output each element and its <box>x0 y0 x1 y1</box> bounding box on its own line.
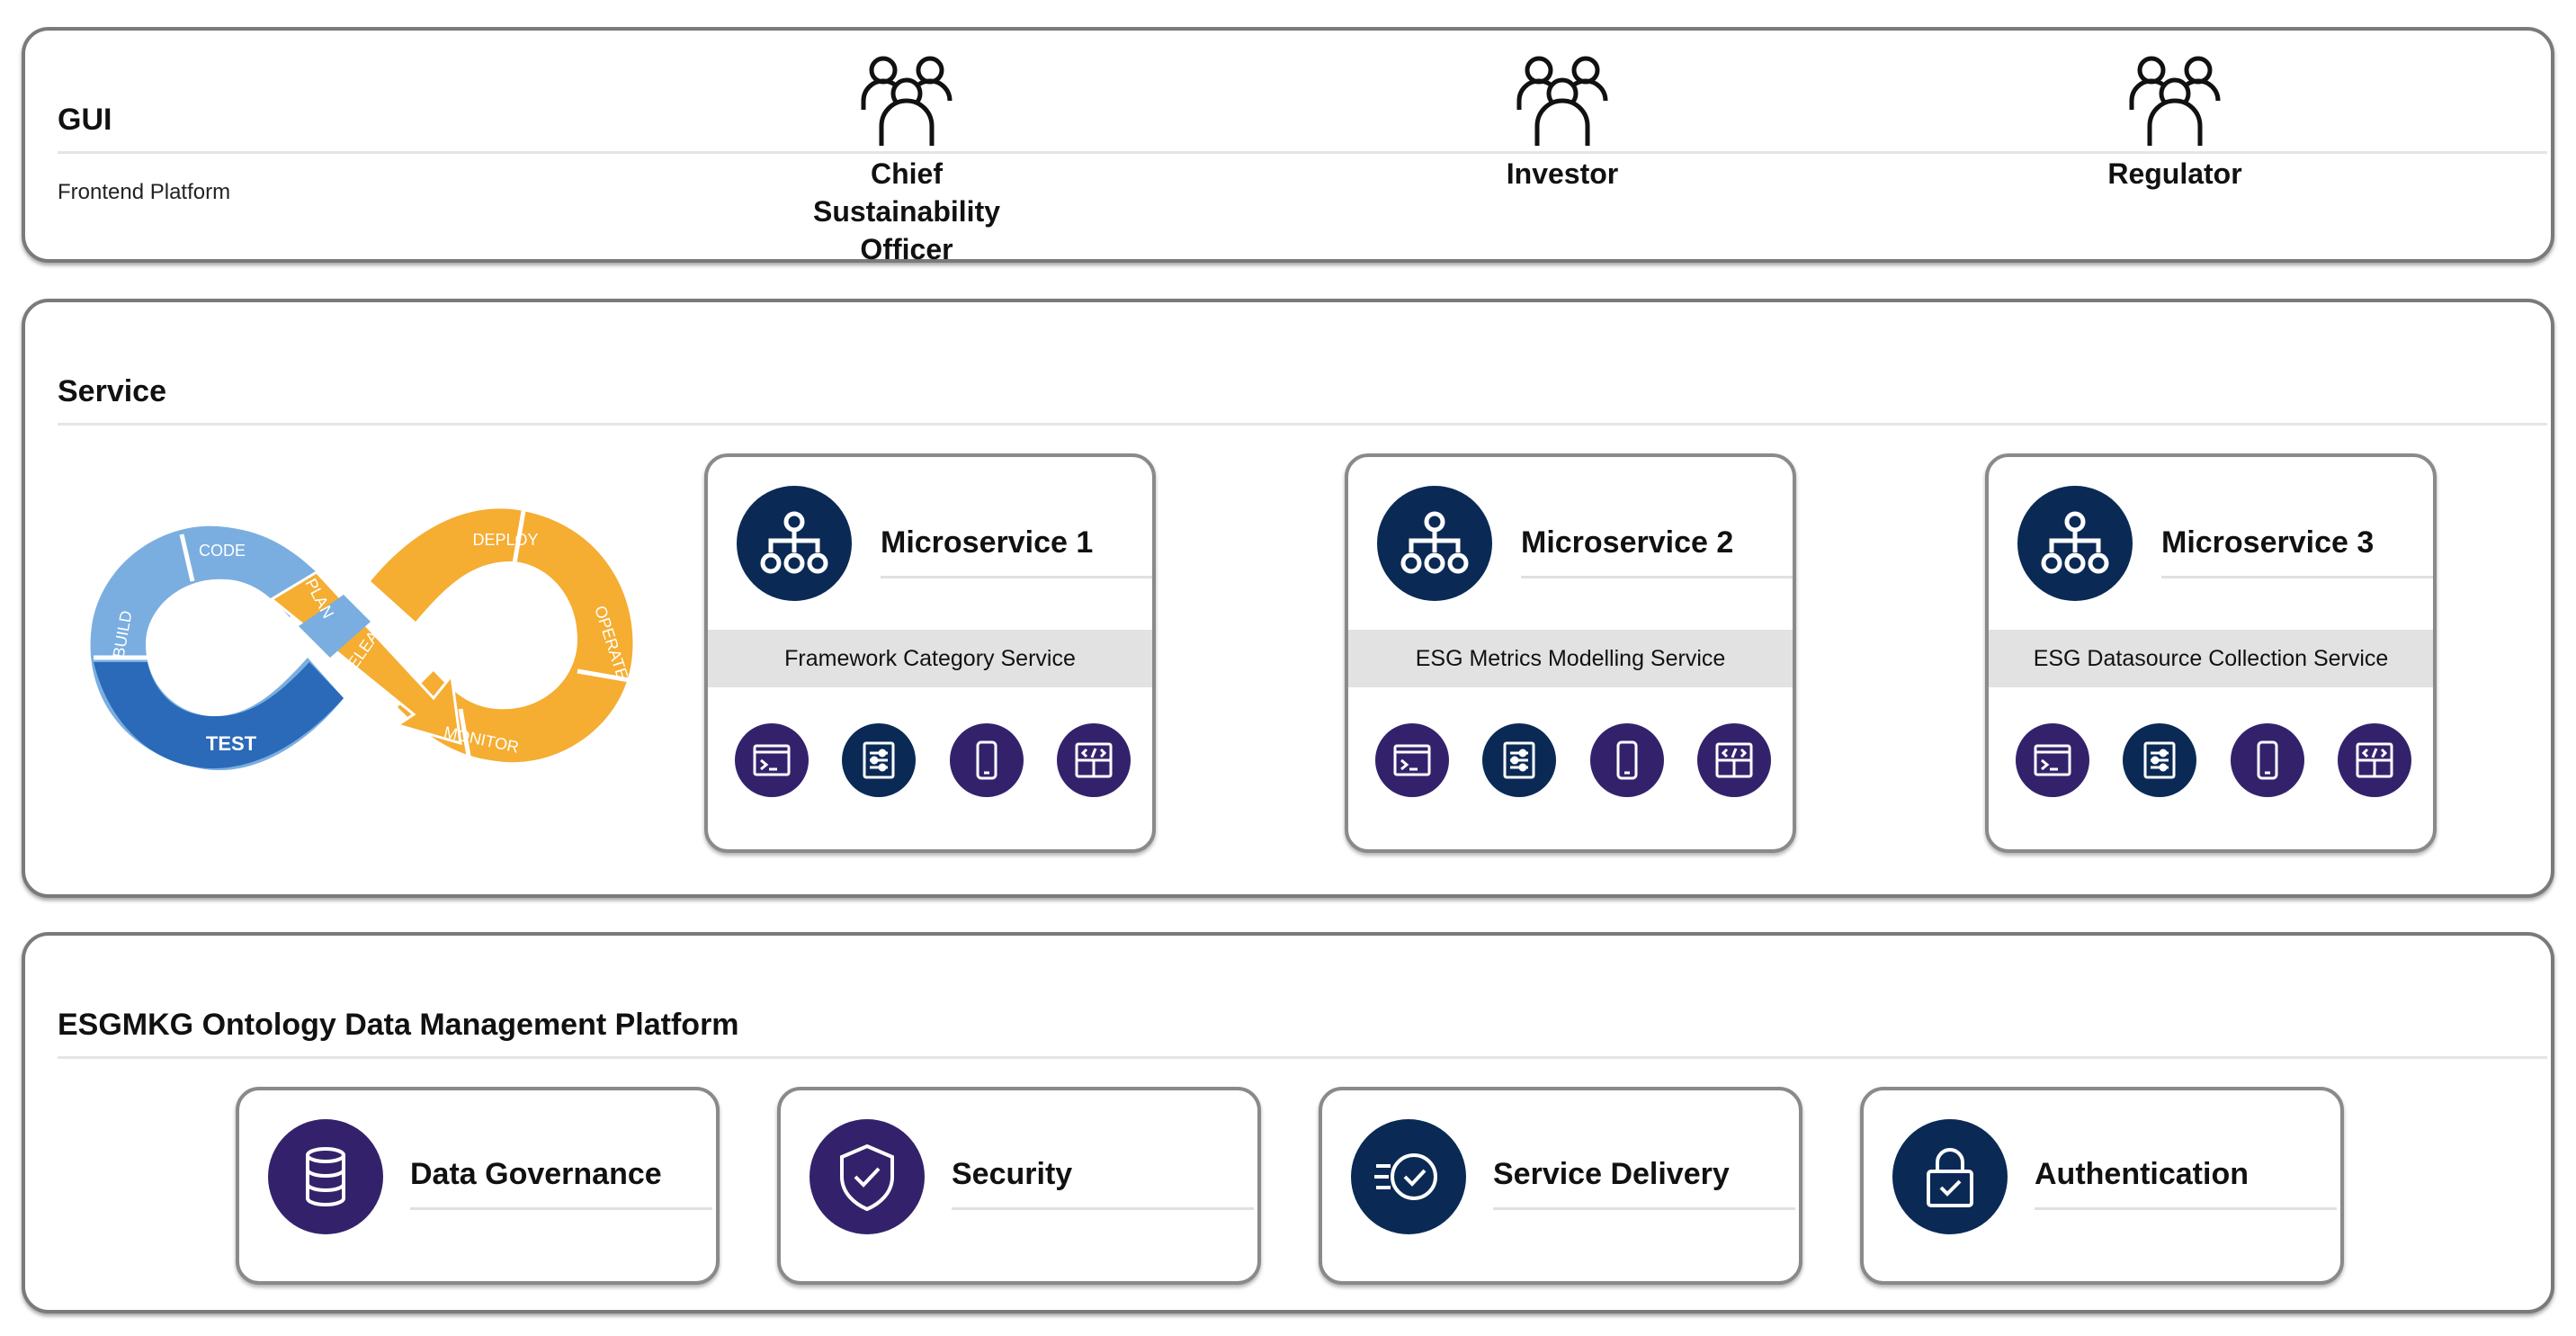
terminal-icon[interactable] <box>2016 723 2089 797</box>
divider <box>1521 576 1793 578</box>
divider <box>2035 1207 2337 1210</box>
divider <box>58 1056 2547 1059</box>
capability-label: Security <box>952 1157 1073 1191</box>
terminal-icon[interactable] <box>1375 723 1449 797</box>
users-icon <box>2129 56 2221 146</box>
settings-panel-icon[interactable] <box>2123 723 2197 797</box>
microservice-title: Microservice 1 <box>881 525 1094 560</box>
mobile-icon[interactable] <box>1589 723 1664 797</box>
divider <box>1493 1207 1795 1210</box>
microservice-subtitle: ESG Metrics Modelling Service <box>1348 630 1793 687</box>
divider <box>58 151 2547 154</box>
hierarchy-icon <box>2017 486 2133 601</box>
capability-label: Service Delivery <box>1493 1157 1730 1191</box>
microservice-subtitle: Framework Category Service <box>708 630 1152 687</box>
fast-check-icon <box>1351 1119 1466 1234</box>
hierarchy-icon <box>737 486 852 601</box>
hierarchy-icon <box>1377 486 1492 601</box>
capability-data-governance[interactable]: Data Governance <box>236 1087 720 1285</box>
microservice-card-3[interactable]: Microservice 3 ESG Datasource Collection… <box>1985 453 2437 853</box>
actor-label: Investor <box>1506 157 1619 190</box>
divider <box>2161 576 2433 578</box>
stage-label: CODE <box>199 542 246 560</box>
microservice-subtitle: ESG Datasource Collection Service <box>1989 630 2433 687</box>
users-icon <box>861 56 953 146</box>
capability-label: Data Governance <box>410 1157 662 1191</box>
gui-title: GUI <box>58 103 112 137</box>
actor-regulator: Regulator <box>2031 52 2319 193</box>
mobile-icon[interactable] <box>949 723 1024 797</box>
terminal-icon[interactable] <box>735 723 809 797</box>
plan-segment <box>299 595 371 658</box>
code-window-icon[interactable] <box>1056 723 1131 797</box>
dev-band-dark <box>94 662 344 769</box>
lock-check-icon <box>1892 1119 2008 1234</box>
esgmkg-platform-panel: ESGMKG Ontology Data Management Platform… <box>22 932 2554 1314</box>
shield-check-icon <box>809 1119 925 1234</box>
capability-label: Authentication <box>2035 1157 2249 1191</box>
actor-investor: Investor <box>1418 52 1706 193</box>
stage-label: DEPLOY <box>472 531 538 549</box>
mobile-icon[interactable] <box>2230 723 2304 797</box>
divider <box>410 1207 712 1210</box>
service-title: Service <box>58 374 166 408</box>
actor-label: Regulator <box>2107 157 2242 190</box>
gui-subtitle: Frontend Platform <box>58 180 231 204</box>
actor-label: Chief Sustainability Officer <box>812 157 1001 265</box>
capability-authentication[interactable]: Authentication <box>1860 1087 2344 1285</box>
capability-security[interactable]: Security <box>777 1087 1261 1285</box>
esg-title: ESGMKG Ontology Data Management Platform <box>58 1008 739 1042</box>
actor-chief-sustainability-officer: Chief Sustainability Officer <box>763 52 1051 268</box>
microservice-card-1[interactable]: Microservice 1 Framework Category Servic… <box>704 453 1156 853</box>
divider <box>881 576 1152 578</box>
code-window-icon[interactable] <box>1696 723 1771 797</box>
service-panel: Service CODE PLAN BUILD TEST RELEASE <box>22 299 2554 898</box>
microservice-card-2[interactable]: Microservice 2 ESG Metrics Modelling Ser… <box>1345 453 1796 853</box>
settings-panel-icon[interactable] <box>1482 723 1557 797</box>
settings-panel-icon[interactable] <box>842 723 917 797</box>
microservice-title: Microservice 3 <box>2161 525 2375 560</box>
segment-separators <box>94 510 631 762</box>
devops-infinity-diagram: CODE PLAN BUILD TEST RELEASE DEPLOY OPER… <box>90 508 633 771</box>
users-icon <box>1516 56 1608 146</box>
code-window-icon[interactable] <box>2337 723 2411 797</box>
database-icon <box>268 1119 383 1234</box>
microservice-title: Microservice 2 <box>1521 525 1734 560</box>
divider <box>58 423 2547 426</box>
stage-label: TEST <box>206 732 257 755</box>
dev-loop <box>90 525 344 771</box>
capability-service-delivery[interactable]: Service Delivery <box>1319 1087 1802 1285</box>
gui-panel: GUI Frontend Platform Chief Sustainabili… <box>22 27 2554 265</box>
divider <box>952 1207 1254 1210</box>
